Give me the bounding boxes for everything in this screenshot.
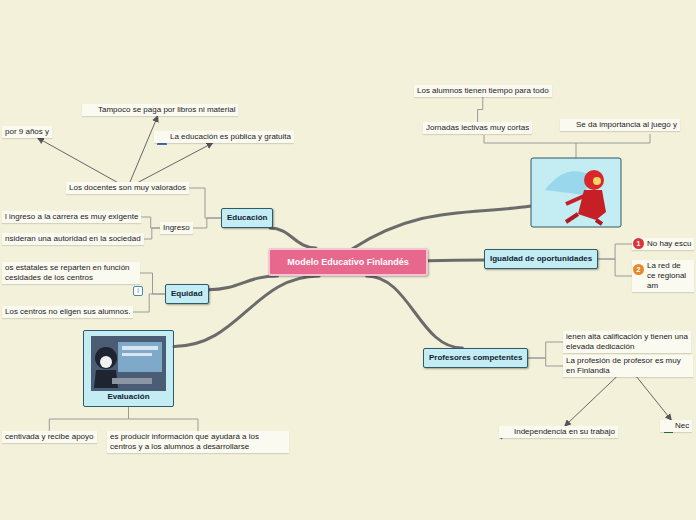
node-text: os estatales se reparten en función cesi… xyxy=(5,263,137,283)
node-text: Jornadas lectivas muy cortas xyxy=(426,123,529,133)
node-text: Educación xyxy=(227,213,267,223)
branch-box: Profesores competentes xyxy=(423,348,528,368)
connector-line xyxy=(129,407,199,431)
topic-box: Los docentes son muy valorados xyxy=(66,182,189,194)
node-text: es producir información que ayudará a lo… xyxy=(110,432,286,452)
node-text: Los alumnos tienen tiempo para todo xyxy=(417,86,549,96)
note-icon: i xyxy=(133,286,143,296)
connector-line xyxy=(637,377,672,420)
connector-line xyxy=(598,244,632,259)
topic-box: os estatales se reparten en función cesi… xyxy=(2,262,140,284)
topic-box: por 9 años y xyxy=(2,126,52,138)
node-text: centivada y recibe apoyo xyxy=(5,432,94,442)
topic-box: Se da importancia al juego y xyxy=(560,119,680,131)
connector-line xyxy=(49,407,128,431)
node-text: Equidad xyxy=(171,289,203,299)
topic-box: es producir información que ayudará a lo… xyxy=(107,431,289,453)
branch-line xyxy=(367,276,463,348)
branch-box: Igualdad de oportunidades xyxy=(484,249,598,269)
topic-box: Tampoco se paga por libros ni material xyxy=(82,104,238,116)
node-text: Tampoco se paga por libros ni material xyxy=(98,105,235,115)
topic-box: Ingreso xyxy=(160,222,193,234)
central-topic: Modelo Educativo Finlandés xyxy=(268,248,428,276)
connector-line xyxy=(141,217,160,228)
topic-box: La profesión de profesor es muy en Finla… xyxy=(563,355,693,377)
branch-box: Equidad xyxy=(165,284,209,304)
branch-line xyxy=(428,258,484,262)
topic-box: La red de ce regional am2 xyxy=(632,260,694,292)
connector-line xyxy=(139,143,213,182)
connector-line xyxy=(133,294,165,312)
connector-line xyxy=(140,273,165,294)
callout-number: 1 xyxy=(633,238,644,249)
node-text: Ingreso xyxy=(163,223,190,233)
topic-box: nsideran una autoridad en la sociedad xyxy=(2,233,144,245)
topic-box: ienen alta calificación y tienen una ele… xyxy=(563,331,691,353)
hero-picture xyxy=(531,158,621,227)
branch-box: Educación xyxy=(221,208,273,228)
node-text: Independencia en su trabajo xyxy=(514,427,615,437)
connector-line xyxy=(528,358,563,366)
connector-line xyxy=(528,342,563,358)
branch-line xyxy=(209,276,278,290)
node-text: La profesión de profesor es muy en Finla… xyxy=(566,356,690,376)
node-text: Modelo Educativo Finlandés xyxy=(278,257,418,267)
node-text: por 9 años y xyxy=(5,127,49,137)
branch-picture-box: Evaluación xyxy=(83,330,174,407)
connector-line xyxy=(189,188,221,218)
bracket-line xyxy=(484,134,650,227)
connector-line xyxy=(144,228,160,239)
node-text: ienen alta calificación y tienen una ele… xyxy=(566,332,688,352)
node-text: Nec xyxy=(675,421,689,431)
topic-box: Independencia en su trabajo xyxy=(499,426,618,438)
evaluation-picture xyxy=(83,330,174,407)
connector-line xyxy=(38,138,117,182)
node-text: Se da importancia al juego y xyxy=(576,120,677,130)
node-text: Evaluación xyxy=(87,392,170,402)
topic-box: No hay escu1 xyxy=(632,238,694,250)
topic-box: Jornadas lectivas muy cortas xyxy=(423,122,532,134)
branch-line xyxy=(352,206,531,249)
topic-box: La educación es pública y gratuita xyxy=(154,131,294,143)
node-text: Igualdad de oportunidades xyxy=(490,254,592,264)
connector-line xyxy=(193,218,221,228)
node-text: Los docentes son muy valorados xyxy=(69,183,186,193)
connector-line xyxy=(478,97,483,122)
branch-line xyxy=(270,228,316,248)
topic-box: Nec xyxy=(660,420,692,432)
node-text: Profesores competentes xyxy=(429,353,522,363)
topic-box: centivada y recibe apoyo xyxy=(2,431,97,443)
node-text: La educación es pública y gratuita xyxy=(170,132,291,142)
node-text: La red de ce regional am xyxy=(647,261,691,291)
callout-number: 2 xyxy=(633,264,644,275)
connector-line xyxy=(130,116,158,182)
connector-line xyxy=(598,259,632,276)
node-text: l ingreso a la carrera es muy exigente xyxy=(5,212,138,222)
topic-box: l ingreso a la carrera es muy exigente xyxy=(2,211,141,223)
topic-box: Los centros no eligen sus alumnos. xyxy=(2,306,133,318)
connector-line xyxy=(565,377,617,426)
node-text: nsideran una autoridad en la sociedad xyxy=(5,234,141,244)
node-text: No hay escu xyxy=(647,239,691,249)
topic-box: Los alumnos tienen tiempo para todo xyxy=(414,85,552,97)
node-text: Los centros no eligen sus alumnos. xyxy=(5,307,130,317)
